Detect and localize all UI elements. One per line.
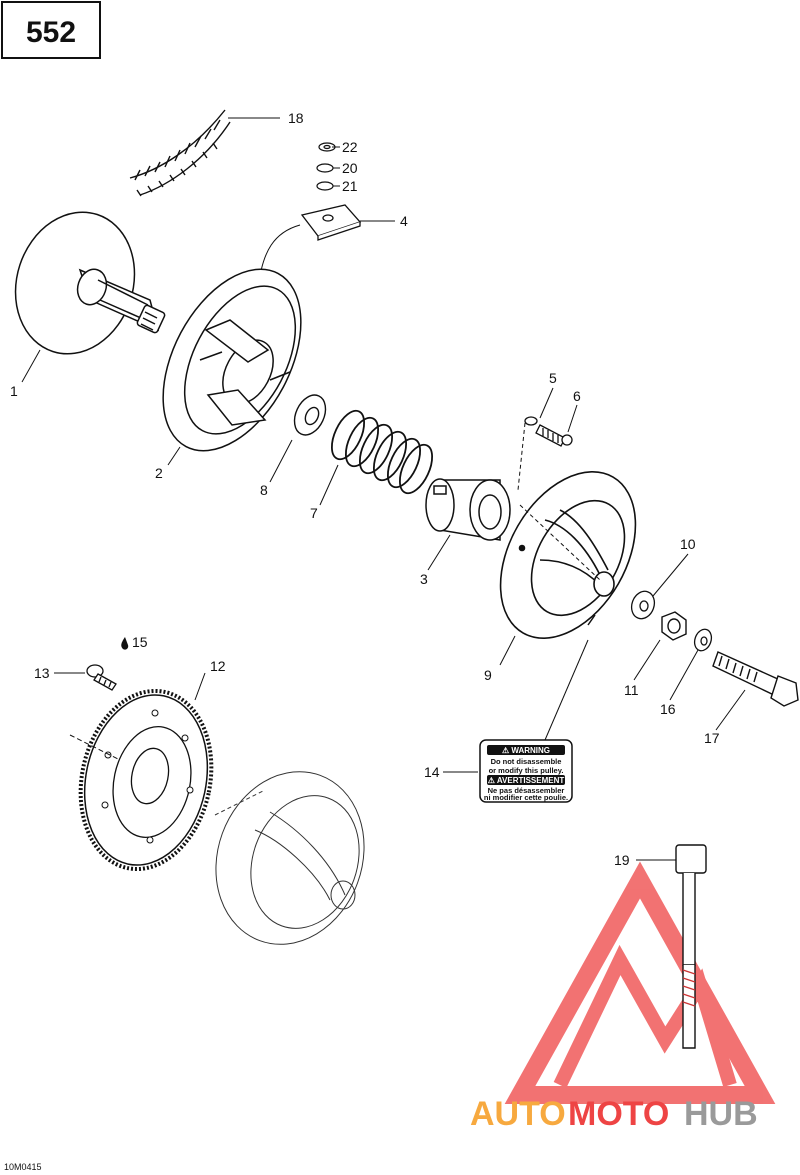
governor-cup xyxy=(499,471,637,639)
page-number-box: 552 xyxy=(1,1,101,59)
callout-17: 17 xyxy=(704,730,720,746)
callout-6: 6 xyxy=(573,388,581,404)
drawing-code: 10M0415 xyxy=(4,1162,42,1172)
callout-4: 4 xyxy=(400,213,408,229)
leader-lines xyxy=(21,117,746,861)
warning-text-en-2: or modify this pulley. xyxy=(489,766,564,775)
axis-line-main xyxy=(519,504,601,581)
warning-text-fr-1: Ne pas désassembler xyxy=(488,786,565,795)
callout-13: 13 xyxy=(34,665,50,681)
warning-label: ⚠ WARNING Do not disassemble or modify t… xyxy=(479,739,573,803)
callout-2: 2 xyxy=(155,465,163,481)
movable-sheave xyxy=(162,268,302,452)
small-screw xyxy=(524,416,573,447)
screw-axis-line xyxy=(517,422,526,491)
callout-1: 1 xyxy=(10,383,18,399)
callout-15: 15 xyxy=(132,634,148,650)
ring-gear xyxy=(78,688,214,872)
washer-8 xyxy=(293,394,327,436)
callout-numbers: 18 22 20 21 4 1 2 8 7 3 5 6 9 10 11 16 1… xyxy=(10,110,720,868)
callout-14: 14 xyxy=(424,764,440,780)
warning-title-en: ⚠ WARNING xyxy=(502,746,550,755)
callout-7: 7 xyxy=(310,505,318,521)
cam-spider xyxy=(425,478,511,541)
hex-nut xyxy=(661,611,687,641)
spring xyxy=(330,409,434,495)
loctite-drop-icon xyxy=(121,637,129,650)
watermark-text: AUTO MOTO HUB xyxy=(470,1095,758,1133)
callout-12: 12 xyxy=(210,658,226,674)
callout-11: 11 xyxy=(624,682,639,698)
watermark-auto: AUTO xyxy=(470,1095,566,1133)
callout-20: 20 xyxy=(342,160,358,176)
callout-18: 18 xyxy=(288,110,304,126)
warning-text-en-1: Do not disassemble xyxy=(491,757,562,766)
warning-title-fr: ⚠ AVERTISSEMENT xyxy=(488,776,565,785)
page-number: 552 xyxy=(26,16,76,49)
callout-5: 5 xyxy=(549,370,557,386)
fixed-sheave xyxy=(14,211,166,355)
lock-washer xyxy=(693,628,713,652)
warning-text-fr-2: ni modifier cette poulie. xyxy=(484,793,568,802)
watermark-moto: MOTO xyxy=(568,1095,669,1133)
long-bolt xyxy=(712,651,799,707)
slider-shoe xyxy=(300,204,362,241)
puller-bolt xyxy=(675,844,707,1049)
callout-19: 19 xyxy=(614,852,630,868)
callout-3: 3 xyxy=(420,571,428,587)
watermark-hub: HUB xyxy=(684,1095,758,1133)
ring-gear-screw xyxy=(86,664,117,691)
callout-8: 8 xyxy=(260,482,268,498)
drive-belt xyxy=(129,109,231,197)
callout-16: 16 xyxy=(660,701,676,717)
watermark-m-shape xyxy=(553,944,737,1089)
flat-washer xyxy=(630,590,656,620)
small-rings xyxy=(316,142,336,191)
callout-10: 10 xyxy=(680,536,696,552)
callout-9: 9 xyxy=(484,667,492,683)
governor-cup-reference xyxy=(214,771,365,945)
watermark-logo xyxy=(504,861,776,1104)
callout-22: 22 xyxy=(342,139,358,155)
ring-axis-line xyxy=(69,734,121,761)
callout-21: 21 xyxy=(342,178,358,194)
arrow-to-label xyxy=(587,614,596,626)
